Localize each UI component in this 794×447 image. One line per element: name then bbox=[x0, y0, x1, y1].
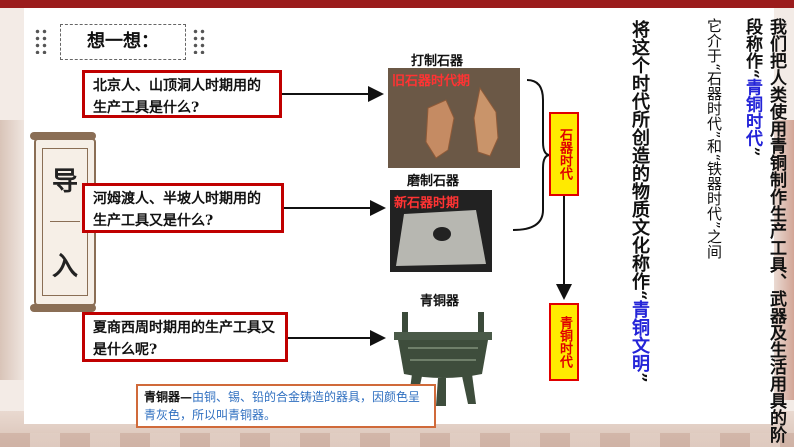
caption-term: 青铜器— bbox=[144, 390, 193, 404]
bracket-top bbox=[526, 79, 551, 156]
intro-char-2: 入 bbox=[51, 252, 78, 283]
right-text-col1: 我们把人类使用青铜制作生产工具、武器及生活用具的阶段称作“青铜时代” bbox=[740, 18, 788, 447]
chipped-stone-overlay: 旧石器时代期 bbox=[392, 74, 471, 89]
caption-text: 由铜、锡、铅的合金铸造的器具，因颜色呈青灰色，所以叫青铜器。 bbox=[144, 390, 421, 422]
bronze-age-box: 青铜时代 bbox=[549, 303, 579, 381]
polished-stone-label: 磨制石器 bbox=[407, 174, 460, 189]
stone-age-box: 石器时代 bbox=[549, 112, 579, 196]
intro-char-1: 导 bbox=[51, 166, 78, 197]
question-box-2: 河姆渡人、半坡人时期用的生产工具又是什么? bbox=[82, 183, 284, 233]
bracket-bottom bbox=[512, 154, 551, 231]
right-text-col2: 它介于“石器时代”和“铁器时代”之间 bbox=[705, 18, 723, 259]
right-text-col3: 将这个时代所创造的物质文化称作“青铜文明” bbox=[627, 20, 651, 383]
col3-pre: 将这个时代所创造的物质文化称作“ bbox=[629, 20, 650, 301]
think-title: 想一想： bbox=[60, 24, 186, 60]
polished-stone-overlay: 新石器时期 bbox=[394, 196, 460, 211]
intro-scroll-divider bbox=[50, 221, 80, 223]
bottom-wave-pattern bbox=[0, 433, 794, 447]
question-box-3: 夏商西周时期用的生产工具又是什么呢? bbox=[82, 312, 288, 362]
col1-post: ” bbox=[742, 146, 762, 157]
top-frame-bar bbox=[0, 0, 794, 8]
col3-emphasis: 青铜文明 bbox=[629, 300, 650, 373]
chipped-stone-label: 打制石器 bbox=[411, 54, 464, 69]
right-decoration bbox=[770, 120, 794, 400]
question-box-1: 北京人、山顶洞人时期用的生产工具是什么? bbox=[82, 70, 282, 118]
dots-left-decoration bbox=[34, 28, 48, 54]
left-decoration bbox=[0, 120, 24, 380]
chipped-stone-image: 旧石器时代期 bbox=[388, 68, 520, 168]
intro-scroll-inner: 导 入 bbox=[42, 148, 88, 296]
col1-emphasis: 青铜时代 bbox=[742, 78, 762, 147]
col3-post: ” bbox=[629, 372, 650, 383]
dots-right-decoration bbox=[192, 28, 206, 54]
bronze-label: 青铜器 bbox=[420, 294, 460, 309]
polished-stone-image: 新石器时期 bbox=[390, 190, 492, 272]
bronze-caption: 青铜器—由铜、锡、铅的合金铸造的器具，因颜色呈青灰色，所以叫青铜器。 bbox=[136, 384, 436, 428]
col1-pre: 我们把人类使用青铜制作生产工具、武器及生活用具的阶段称作“ bbox=[742, 18, 786, 443]
